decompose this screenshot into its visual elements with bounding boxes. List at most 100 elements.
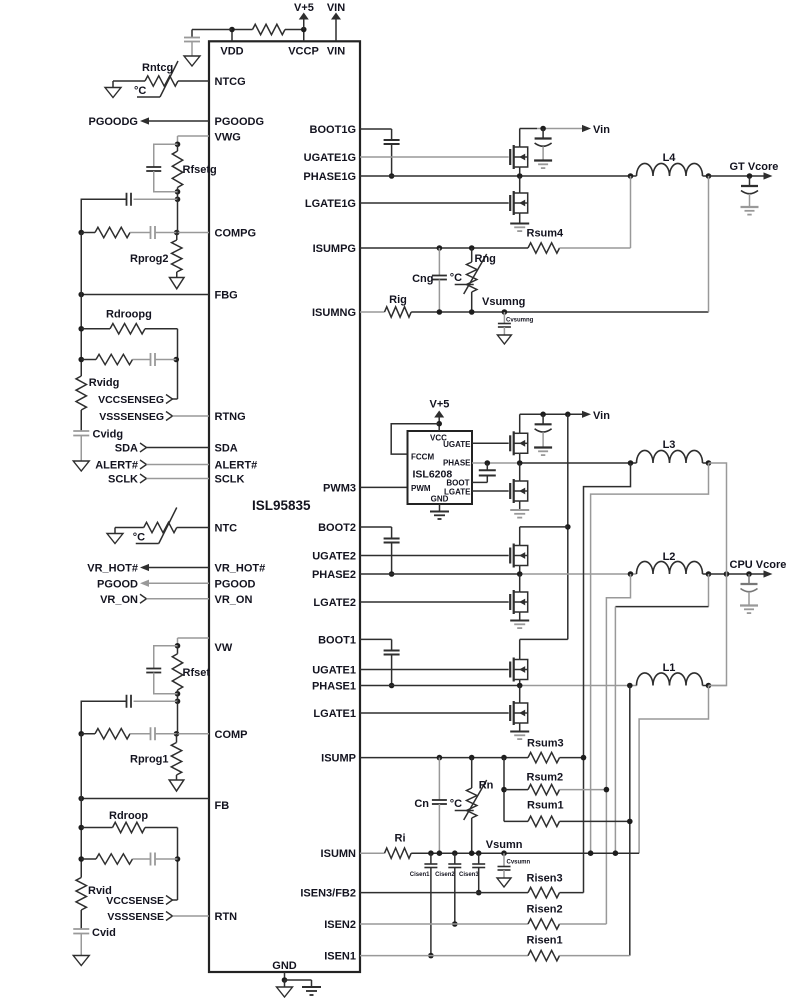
svg-text:VR_ON: VR_ON [215,594,253,606]
svg-text:VCC: VCC [430,434,447,443]
svg-text:RTN: RTN [215,911,238,923]
svg-text:L2: L2 [663,551,676,563]
svg-text:Cvid: Cvid [92,927,116,939]
svg-text:VWG: VWG [215,132,241,144]
svg-text:ISUMNG: ISUMNG [312,307,356,319]
svg-text:ISUMPG: ISUMPG [313,243,356,255]
svg-text:PHASE2: PHASE2 [312,569,356,581]
svg-text:NTCG: NTCG [215,76,246,88]
svg-text:ISEN2: ISEN2 [324,919,356,931]
svg-text:°C: °C [450,272,462,284]
svg-text:COMPG: COMPG [215,228,257,240]
svg-text:CPU Vcore: CPU Vcore [730,559,787,571]
svg-text:LGATE1G: LGATE1G [305,198,356,210]
svg-text:Rfset: Rfset [183,667,211,679]
svg-text:Cvsumng: Cvsumng [506,318,534,324]
svg-text:Rsum3: Rsum3 [527,738,564,750]
svg-text:Rntcg: Rntcg [142,62,173,74]
svg-text:V+5: V+5 [430,399,450,411]
svg-text:VR_ON: VR_ON [100,594,138,606]
svg-text:SCLK: SCLK [108,474,138,486]
svg-text:VCCSENSE: VCCSENSE [106,895,164,907]
svg-text:Rvid: Rvid [88,885,112,897]
svg-text:PGOODG: PGOODG [88,116,138,128]
svg-text:VW: VW [215,642,233,654]
svg-text:V+5: V+5 [294,2,314,14]
svg-text:GT Vcore: GT Vcore [730,161,779,173]
svg-text:Rvidg: Rvidg [89,377,120,389]
svg-text:PGOOD: PGOOD [97,578,138,590]
svg-text:PWM3: PWM3 [323,482,356,494]
svg-text:BOOT1G: BOOT1G [310,124,356,136]
svg-text:ISEN3/FB2: ISEN3/FB2 [300,888,356,900]
svg-text:FB: FB [215,800,230,812]
svg-text:FBG: FBG [215,290,238,302]
svg-text:Rprog1: Rprog1 [130,754,169,766]
svg-text:Rdroop: Rdroop [109,810,148,822]
svg-text:COMP: COMP [215,729,248,741]
svg-text:ISUMN: ISUMN [321,848,357,860]
svg-text:Vsumn: Vsumn [486,839,523,851]
svg-text:Rdroopg: Rdroopg [106,309,152,321]
svg-text:Cisen3: Cisen3 [459,872,479,878]
svg-text:VIN: VIN [327,46,345,58]
svg-text:VDD: VDD [220,46,243,58]
svg-text:°C: °C [134,85,146,97]
svg-text:Rig: Rig [389,294,407,306]
svg-text:SDA: SDA [115,443,138,455]
svg-text:SCLK: SCLK [215,474,245,486]
svg-text:Cisen2: Cisen2 [435,872,455,878]
svg-text:ALERT#: ALERT# [95,460,138,472]
svg-text:Rfsetg: Rfsetg [183,164,217,176]
svg-text:NTC: NTC [215,523,238,535]
svg-text:PHASE: PHASE [443,459,471,468]
svg-text:RTNG: RTNG [215,411,246,423]
svg-text:UGATE: UGATE [443,440,471,449]
svg-text:BOOT2: BOOT2 [318,522,356,534]
svg-text:PHASE1: PHASE1 [312,681,356,693]
svg-text:PHASE1G: PHASE1G [303,171,356,183]
svg-text:ISUMP: ISUMP [321,753,356,765]
svg-text:SDA: SDA [215,443,238,455]
svg-text:GND: GND [431,495,449,504]
svg-text:Risen3: Risen3 [527,872,563,884]
svg-text:Risen1: Risen1 [527,935,563,947]
svg-text:BOOT: BOOT [446,479,469,488]
svg-text:ISL6208: ISL6208 [413,469,453,481]
svg-text:Rng: Rng [475,253,496,265]
svg-text:L3: L3 [663,439,676,451]
svg-text:ALERT#: ALERT# [215,460,258,472]
svg-text:L1: L1 [663,662,676,674]
svg-text:Cvsumn: Cvsumn [507,860,531,866]
svg-text:ISEN1: ISEN1 [324,951,356,963]
svg-text:VSSSENSE: VSSSENSE [107,911,164,923]
svg-text:Rprog2: Rprog2 [130,253,169,265]
svg-text:Rsum4: Rsum4 [527,228,565,240]
svg-text:Vin: Vin [593,410,610,422]
svg-text:BOOT1: BOOT1 [318,634,356,646]
svg-text:Vin: Vin [593,124,610,136]
svg-text:°C: °C [133,532,145,544]
svg-text:°C: °C [450,798,462,810]
svg-text:UGATE2: UGATE2 [312,551,356,563]
svg-text:UGATE1G: UGATE1G [304,152,356,164]
svg-text:PGOOD: PGOOD [215,578,256,590]
svg-text:UGATE1: UGATE1 [312,665,356,677]
svg-text:LGATE: LGATE [444,488,471,497]
svg-text:VSSSENSEG: VSSSENSEG [99,411,164,423]
svg-text:Rsum1: Rsum1 [527,800,564,812]
svg-text:GND: GND [272,960,297,972]
svg-text:Risen2: Risen2 [527,904,563,916]
svg-text:Rn: Rn [479,780,494,792]
svg-text:LGATE1: LGATE1 [313,708,356,720]
svg-text:VIN: VIN [327,2,345,14]
svg-text:Ri: Ri [395,833,406,845]
svg-text:Cisen1: Cisen1 [410,872,430,878]
svg-text:L4: L4 [663,152,677,164]
svg-text:Cng: Cng [412,273,433,285]
svg-text:FCCM: FCCM [411,453,434,462]
svg-text:VR_HOT#: VR_HOT# [87,563,138,575]
svg-text:VR_HOT#: VR_HOT# [215,563,266,575]
svg-text:Cvidg: Cvidg [93,429,124,441]
svg-text:LGATE2: LGATE2 [313,597,356,609]
